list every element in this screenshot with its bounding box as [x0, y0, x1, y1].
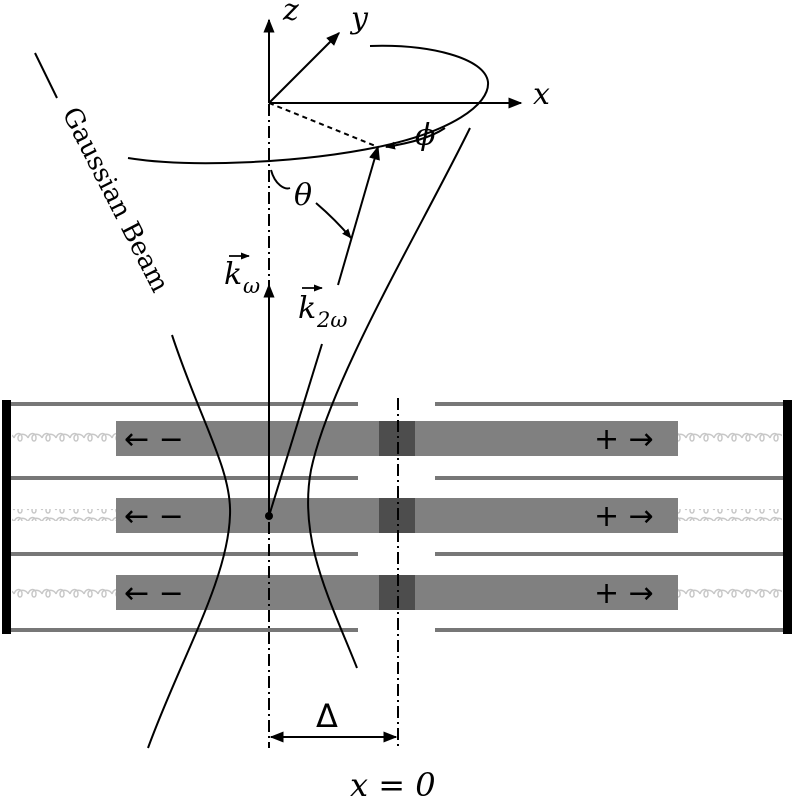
plus-arrow-3: + → [594, 576, 654, 611]
svg-text:ω: ω [243, 274, 260, 298]
x-equals-zero-label: x = 0 [350, 766, 436, 799]
spring-right-3 [678, 586, 782, 598]
k-2omega-label: k 2ω [298, 284, 348, 332]
gaussian-beam-tick [34, 52, 58, 99]
k-omega-label: k ω [224, 252, 260, 298]
delta-label: Δ [316, 697, 338, 735]
plus-arrow-2: + → [594, 499, 654, 534]
svg-text:k: k [224, 257, 242, 292]
gaussian-beam-label: Gaussian Beam [56, 103, 175, 298]
spring-left-2 [12, 509, 116, 521]
phi-arc [385, 127, 446, 150]
origin-dot [265, 512, 273, 520]
theta-arc [270, 169, 351, 238]
beam-edge-left [147, 334, 232, 749]
svg-text:k: k [298, 291, 316, 326]
springs [12, 432, 782, 598]
spring-left-1 [12, 432, 116, 444]
channel-walls-right [435, 402, 786, 632]
beam-edge-right [307, 127, 471, 669]
k2omega-direction-line [337, 145, 380, 286]
coordinate-axes [263, 18, 523, 109]
z-axis-label: z [282, 0, 299, 28]
x-axis-label: x [533, 77, 550, 112]
phi-label: ϕ [415, 118, 435, 153]
y-axis [268, 32, 340, 104]
theta-label: θ [294, 178, 312, 213]
azimuth-ellipse [127, 44, 490, 165]
spring-right-2 [678, 509, 782, 521]
svg-text:2ω: 2ω [316, 308, 348, 332]
end-plate-right [783, 400, 792, 634]
reference-lines [268, 104, 399, 748]
channel-walls-left [8, 402, 358, 632]
end-plate-left [2, 400, 11, 634]
plus-arrow-1: + → [594, 422, 654, 457]
y-axis-label: y [349, 1, 369, 36]
projection-dashed-line [268, 102, 379, 148]
spring-right-1 [678, 432, 782, 444]
spring-left-3 [12, 586, 116, 598]
k-2omega-vector [268, 343, 323, 517]
minus-arrow-3: ← − [124, 576, 184, 611]
minus-arrow-2: ← − [124, 499, 184, 534]
minus-arrow-1: ← − [124, 422, 184, 457]
gaussian-beam-envelope [147, 127, 471, 749]
fiber-signs: ← − ← − ← − + → + → + → [124, 422, 654, 611]
